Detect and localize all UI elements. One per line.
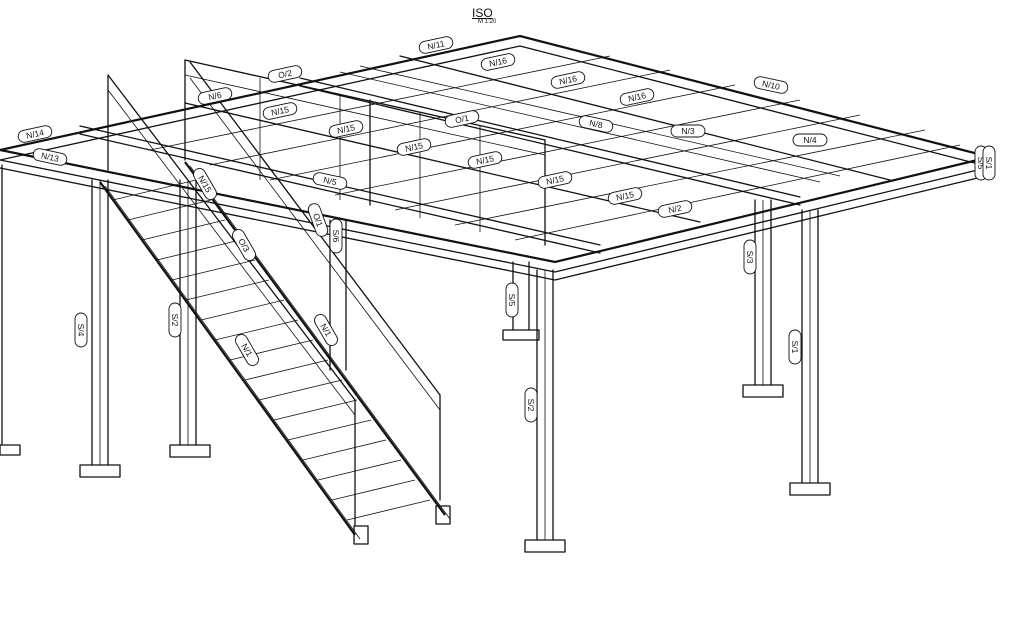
- platform-guardrail: [184, 59, 546, 246]
- tag: O/2: [267, 65, 303, 83]
- columns: [0, 164, 831, 553]
- tag: N/8: [578, 115, 614, 133]
- tag: N/2: [657, 200, 693, 218]
- tag-label: O/1: [311, 212, 325, 229]
- tag-label: N/6: [207, 90, 222, 103]
- tag-label: N/3: [681, 126, 695, 136]
- tag: S/4: [74, 312, 88, 348]
- tag: O/1: [444, 110, 480, 128]
- tag: N/1: [235, 334, 259, 366]
- tag-label: S/1: [790, 341, 800, 354]
- tag: N/5: [312, 172, 348, 190]
- tag-label: S/2: [526, 399, 536, 412]
- tag-label: S/4: [76, 324, 86, 337]
- column-s4: [79, 179, 121, 478]
- tag-label: N/15: [545, 173, 565, 187]
- tag-label: N/5: [322, 175, 337, 188]
- tag-label: O/1: [454, 113, 470, 126]
- tag-label: N/4: [803, 135, 817, 145]
- tag: S/1: [788, 329, 802, 365]
- tag-label: S/3: [745, 251, 755, 264]
- tag: S/5: [505, 282, 519, 318]
- tag-label: S/6: [331, 230, 341, 243]
- column-s3: [742, 199, 784, 398]
- tag: N/15: [537, 171, 573, 189]
- tag: N/14: [17, 125, 53, 143]
- tag: O/1: [307, 203, 329, 237]
- tag-label: N/13: [40, 150, 60, 164]
- tag: N/1: [314, 314, 338, 346]
- tag-label: N/16: [488, 55, 508, 69]
- tag: N/15: [607, 187, 643, 205]
- tag: O/3: [232, 229, 256, 261]
- tag: S/2: [524, 387, 538, 423]
- tag: S/3: [743, 239, 757, 275]
- tag: N/15: [262, 102, 298, 120]
- tag: N/15: [396, 138, 432, 156]
- tag: N/15: [193, 168, 217, 200]
- tag: N/15: [467, 151, 503, 169]
- tag: S/6: [329, 218, 343, 254]
- tag-label: S/1: [984, 157, 994, 170]
- tag: N/13: [32, 148, 68, 166]
- tag: N/16: [550, 71, 586, 89]
- tag-label: S/5: [507, 294, 517, 307]
- tag-label: S/5: [976, 157, 986, 170]
- stair: [99, 61, 451, 545]
- tag-label: N/15: [336, 122, 356, 136]
- tag: N/16: [619, 88, 655, 106]
- tag-label: N/15: [475, 153, 495, 167]
- tag: S/1: [982, 145, 996, 181]
- drawing-scale: M 1:20: [478, 19, 497, 25]
- tag: N/15: [328, 120, 364, 138]
- tag: N/10: [753, 76, 789, 94]
- member-tags: N/11 N/16 N/16 N/16 N/10 O/2 N/6 N/15 N/…: [17, 36, 996, 423]
- tag-label: N/16: [558, 73, 578, 87]
- tag-label: N/16: [627, 90, 647, 104]
- tag-label: O/2: [277, 68, 293, 81]
- tag-label: N/15: [404, 140, 424, 154]
- tag: N/4: [792, 133, 828, 147]
- tag-label: N/14: [25, 127, 45, 141]
- tag-label: N/15: [270, 104, 290, 118]
- column-far-left: [0, 164, 21, 456]
- column-s1: [789, 209, 831, 496]
- tag-label: N/2: [667, 203, 682, 216]
- tag-label: N/8: [588, 118, 603, 131]
- tag: N/16: [480, 53, 516, 71]
- tag: N/3: [670, 124, 706, 138]
- tag-label: N/10: [761, 78, 781, 92]
- drawing-title: ISO: [472, 6, 493, 20]
- tag-label: N/11: [426, 38, 445, 51]
- tag-label: S/2: [170, 314, 180, 327]
- tag: N/11: [418, 36, 454, 54]
- tag: N/6: [197, 87, 233, 105]
- tag: S/2: [168, 302, 182, 338]
- tag-label: N/15: [615, 189, 635, 203]
